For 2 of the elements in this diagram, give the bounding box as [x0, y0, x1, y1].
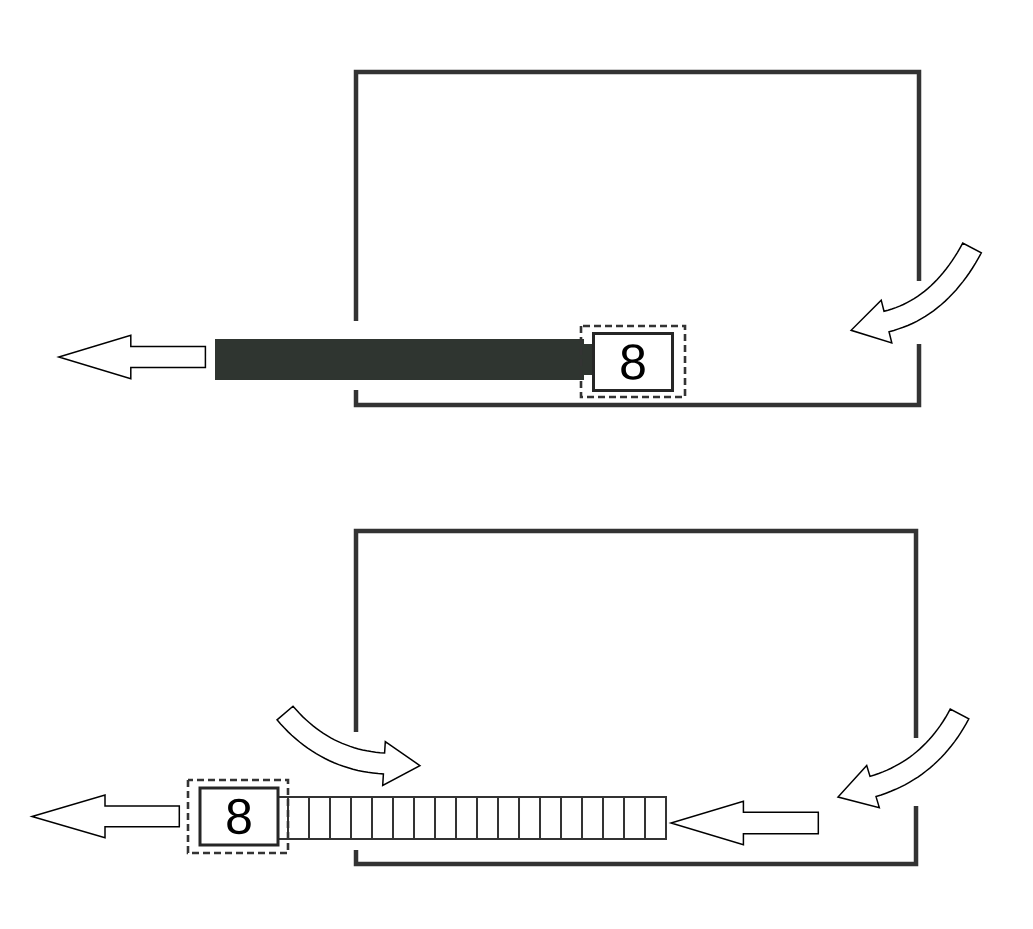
- digit-box: 8: [198, 786, 280, 847]
- digit-box: 8: [592, 332, 674, 392]
